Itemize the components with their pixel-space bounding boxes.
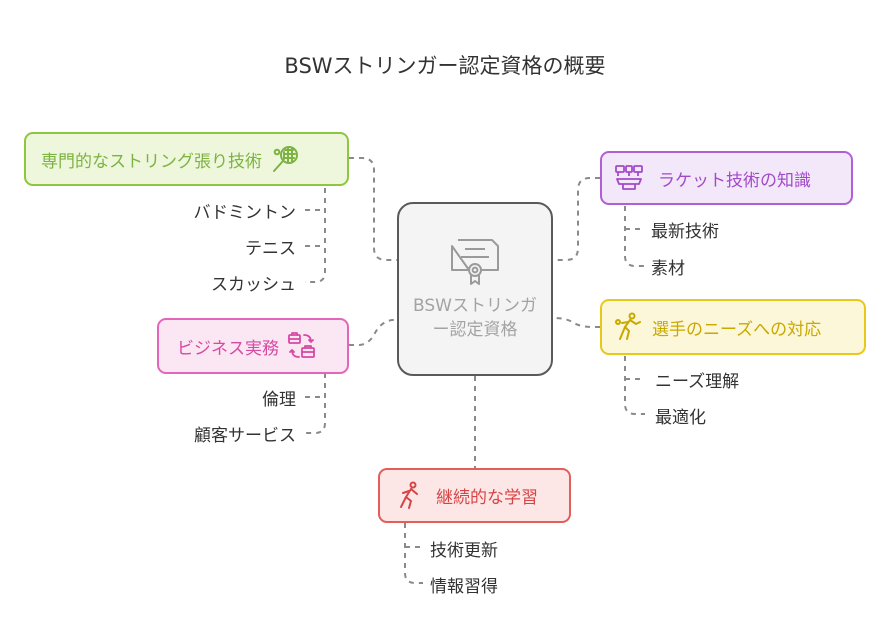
connector-business	[349, 319, 397, 346]
leaf-connector-racket	[624, 206, 645, 267]
connector-racket	[553, 177, 600, 261]
leaf-badminton: バドミントン	[193, 203, 296, 223]
player-icon	[615, 312, 641, 340]
workstation-icon	[615, 165, 643, 190]
leaf-optimization: 最適化	[655, 408, 706, 428]
branch-player-label: 選手のニーズへの対応	[652, 319, 822, 340]
leaf-connector-learning	[404, 523, 423, 584]
branch-racket: ラケット技術の知識	[600, 151, 853, 205]
branch-racket-label: ラケット技術の知識	[658, 170, 811, 191]
tennis-racket-icon	[273, 146, 298, 172]
leaf-needs-understanding: ニーズ理解	[655, 372, 740, 392]
leaf-customer-service: 顧客サービス	[194, 426, 296, 446]
branch-player: 選手のニーズへの対応	[600, 299, 866, 355]
center-label: BSWストリンガー認定資格	[413, 296, 537, 340]
briefcase-exchange-icon	[288, 332, 315, 358]
certificate-icon	[451, 239, 499, 285]
branch-learning-label: 継続的な学習	[436, 488, 538, 508]
branch-business-label: ビジネス実務	[177, 338, 279, 359]
page-title: BSWストリンガー認定資格の概要	[284, 54, 606, 78]
leaf-connector-player	[624, 356, 645, 415]
leaf-squash: スカッシュ	[211, 275, 296, 295]
leaf-latest-tech: 最新技術	[651, 222, 719, 242]
leaf-info-acquisition: 情報習得	[430, 577, 498, 597]
connector-player	[552, 317, 600, 328]
leaf-connector-business	[305, 373, 326, 434]
branch-learning: 継続的な学習	[378, 468, 571, 523]
leaf-tennis: テニス	[245, 239, 296, 259]
leaf-connector-stringing	[305, 188, 326, 283]
branch-business: ビジネス実務	[157, 318, 349, 374]
runner-icon	[400, 481, 418, 509]
leaf-materials: 素材	[651, 259, 685, 279]
branch-stringing-label: 専門的なストリング張り技術	[41, 151, 262, 172]
center-node: BSWストリンガー認定資格	[397, 202, 553, 376]
branch-stringing: 専門的なストリング張り技術	[24, 132, 349, 186]
connector-stringing	[349, 157, 397, 261]
leaf-tech-update: 技術更新	[430, 541, 498, 561]
leaf-ethics: 倫理	[262, 390, 296, 410]
